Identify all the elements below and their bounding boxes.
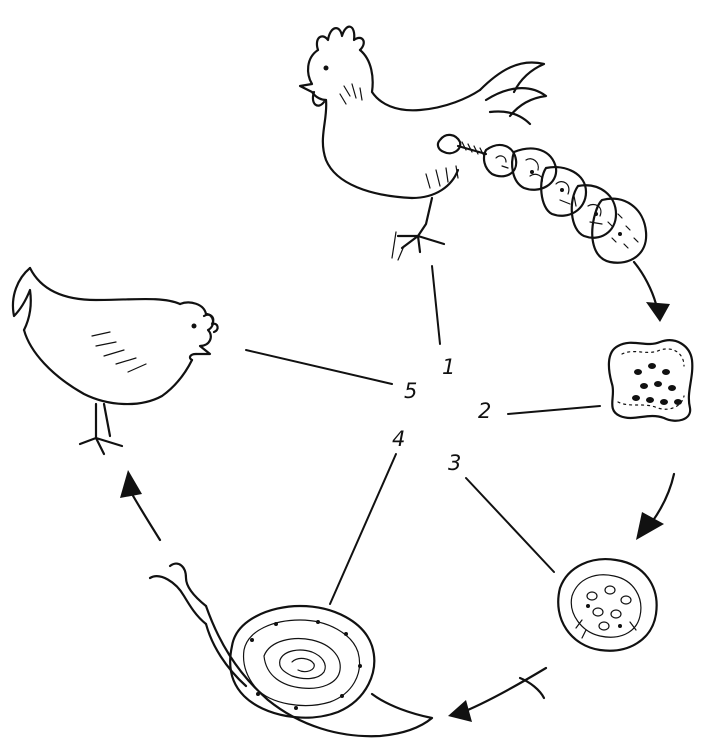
label-5: 5 <box>404 379 417 403</box>
leader-line-5 <box>246 350 392 384</box>
arrow-head-4 <box>120 470 142 498</box>
leader-lines <box>246 266 600 604</box>
leader-line-3 <box>466 478 554 572</box>
hen-illustration <box>13 268 218 454</box>
leader-line-2 <box>508 406 600 414</box>
rooster-illustration <box>300 27 546 260</box>
snail-illustration <box>150 564 432 737</box>
cycle-arrows <box>120 262 674 722</box>
egg-cluster-illustration <box>609 340 692 421</box>
leader-line-1 <box>432 266 440 344</box>
oncosphere-egg-illustration <box>558 559 656 651</box>
arrow-head-3 <box>448 700 472 722</box>
arrow-head-1 <box>646 302 670 322</box>
label-2: 2 <box>478 399 491 423</box>
label-1: 1 <box>442 355 455 379</box>
label-3: 3 <box>448 451 461 475</box>
label-4: 4 <box>392 427 405 451</box>
leader-line-4 <box>330 454 396 604</box>
arrow-head-2 <box>636 512 664 540</box>
stage-labels: 1 2 3 4 5 <box>392 355 491 475</box>
tapeworm-segments-illustration <box>438 135 646 263</box>
